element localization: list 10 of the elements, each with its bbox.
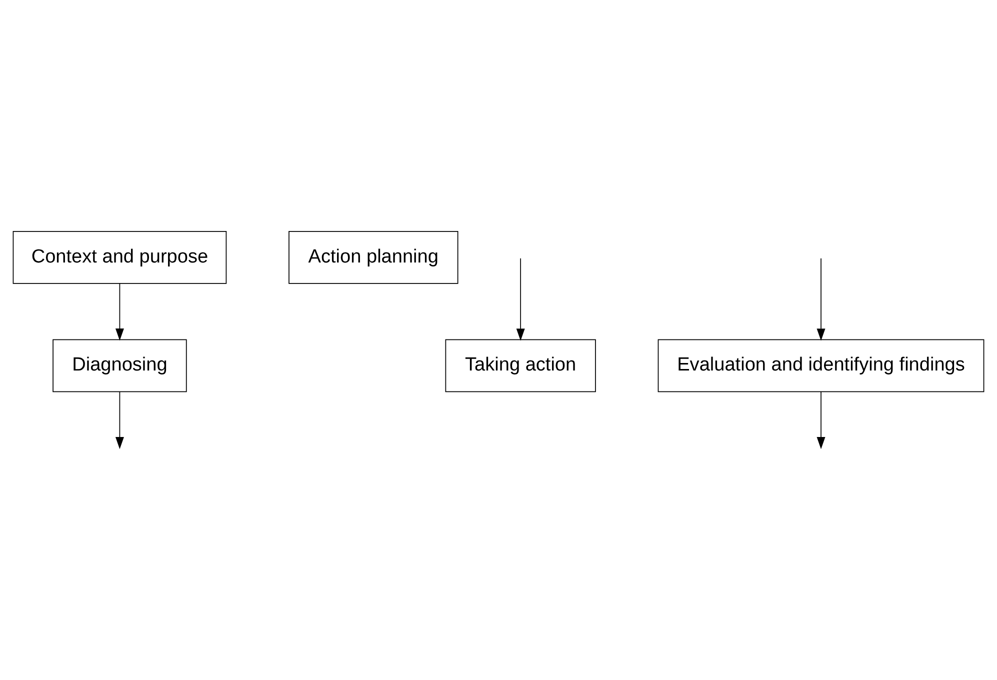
arrow (115, 283, 124, 341)
node-box: Context and purpose (12, 231, 227, 284)
arrow (816, 391, 826, 450)
node-box: Action planning (288, 231, 458, 284)
arrow (115, 391, 124, 450)
arrow (816, 258, 826, 341)
arrow (516, 258, 525, 341)
node-box: Diagnosing (52, 339, 187, 392)
node-box: Evaluation and identifying findings (658, 339, 984, 392)
node-box: Taking action (445, 339, 596, 392)
